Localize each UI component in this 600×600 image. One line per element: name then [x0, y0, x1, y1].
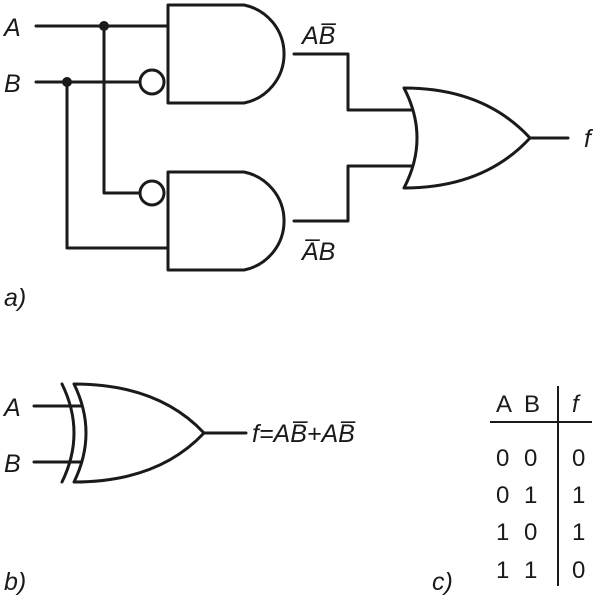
circuit-b: A B f=AB̅+AB̅ b): [2, 382, 356, 596]
table-cell: 0: [572, 557, 585, 584]
label-output: f: [584, 125, 594, 153]
label-term-bottom: A̅B: [300, 238, 335, 266]
table-cell: 0: [524, 445, 537, 472]
table-cell: 0: [496, 482, 509, 509]
and-gate-bottom: [166, 170, 286, 272]
label-part-b: b): [4, 568, 26, 596]
label-part-a: a): [4, 284, 26, 312]
table-cell: 0: [496, 445, 509, 472]
table-header-a: A: [496, 391, 512, 418]
junction-b: [62, 77, 72, 87]
table-cell: 1: [496, 557, 509, 584]
inverter-bubble-a: [138, 179, 166, 207]
table-cell: 1: [496, 519, 509, 546]
label-input-b: B: [4, 70, 21, 98]
table-cell: 0: [572, 445, 585, 472]
label-input-a: A: [2, 14, 21, 42]
label-xor-equation: f=AB̅+AB̅: [252, 420, 356, 448]
junction-a: [99, 21, 109, 31]
xor-gate: [72, 382, 206, 484]
and-gate-top: [166, 3, 286, 105]
xor-extra-curve: [60, 382, 76, 484]
table-cell: 1: [524, 482, 537, 509]
label-xor-input-a: A: [2, 394, 21, 422]
label-term-top: AB̅: [300, 22, 337, 50]
table-cell: 1: [572, 482, 585, 509]
circuit-a: A B AB̅ A̅B f a): [2, 3, 594, 312]
table-header-b: B: [524, 391, 540, 418]
truth-table: A B f 0 0 0 0 1 1 1 0 1 1 1 0 c): [432, 386, 592, 596]
wire-branch-a: [102, 24, 142, 195]
table-cell: 1: [572, 519, 585, 546]
table-cell: 0: [524, 519, 537, 546]
label-xor-input-b: B: [4, 450, 21, 478]
inverter-bubble-b: [138, 68, 166, 96]
table-header-f: f: [572, 391, 581, 418]
wire-term-bottom: [292, 164, 418, 223]
or-gate: [402, 86, 532, 190]
label-part-c: c): [432, 568, 453, 596]
table-cell: 1: [524, 557, 537, 584]
wire-term-top: [292, 52, 418, 112]
wire-branch-b: [65, 80, 170, 250]
